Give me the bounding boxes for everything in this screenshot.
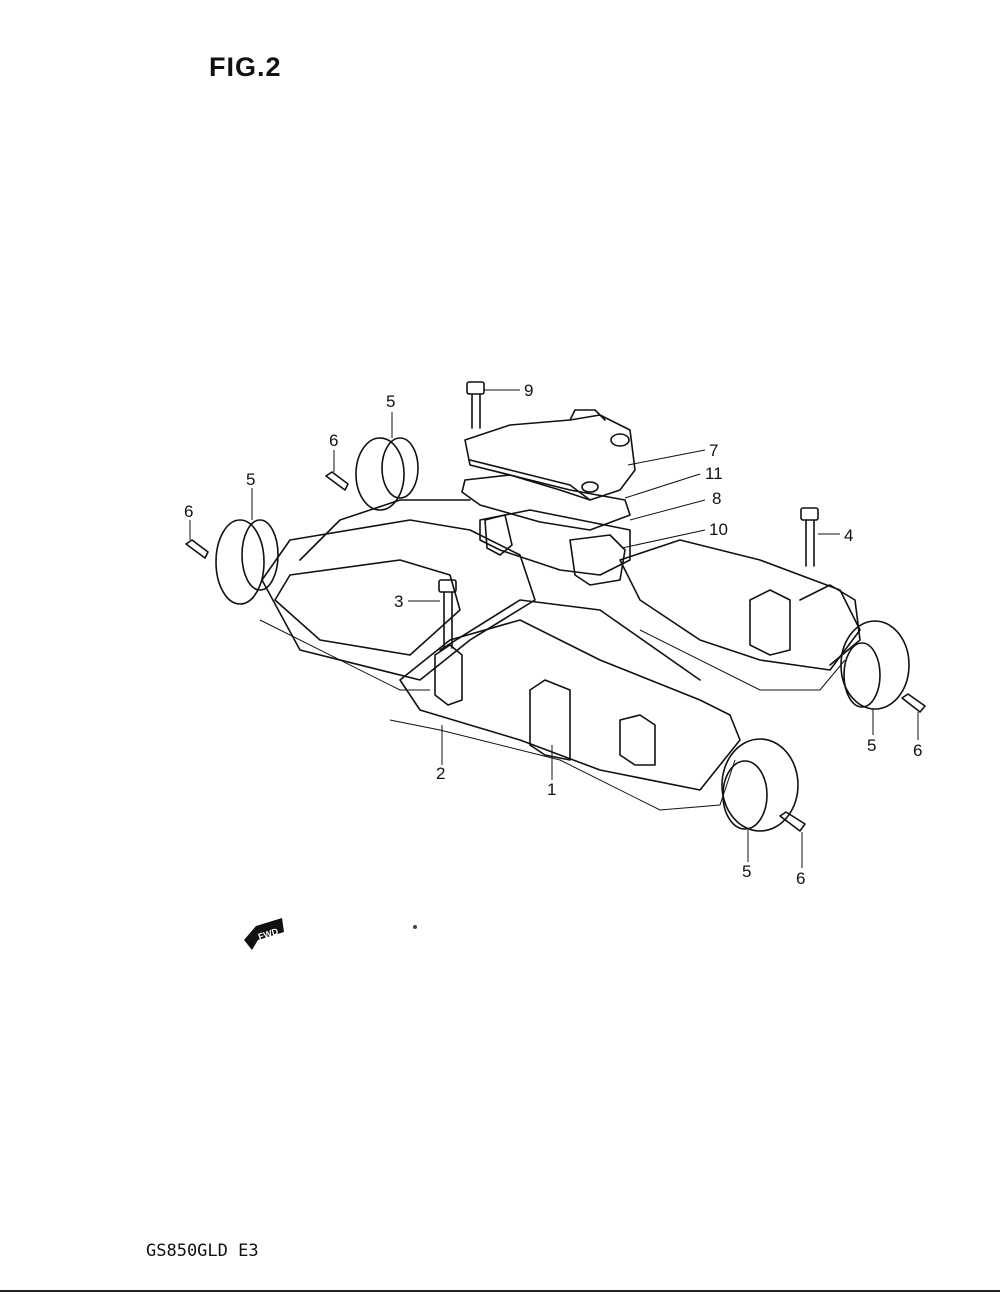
callout-5-right: 5	[867, 736, 877, 755]
breather-plate	[479, 509, 631, 576]
end-cap-lower-right	[721, 738, 799, 832]
screw-right	[901, 693, 926, 713]
callout-6-lower-right: 6	[796, 869, 806, 888]
callout-9: 9	[524, 381, 534, 400]
end-cap-right	[840, 620, 910, 710]
callout-2: 2	[436, 764, 446, 783]
bolt-4	[800, 507, 819, 567]
callout-5-left: 5	[246, 470, 256, 489]
callout-6-left: 6	[184, 502, 194, 521]
callout-4: 4	[844, 526, 854, 545]
figure-title: FIG.2	[209, 52, 282, 82]
callout-1: 1	[547, 780, 557, 799]
screw-upper-left	[325, 471, 349, 491]
callout-5-upper-left: 5	[386, 392, 396, 411]
breather-cover	[464, 409, 636, 501]
end-cap-left	[215, 519, 279, 605]
breather-gasket	[461, 474, 631, 531]
screw-left	[185, 539, 209, 559]
callout-7: 7	[709, 441, 719, 460]
callout-8: 8	[712, 489, 722, 508]
bolt-9	[466, 381, 485, 429]
model-code: GS850GLD E3	[146, 1241, 259, 1261]
screw-lower-right	[779, 811, 806, 832]
fwd-arrow-icon: FWD	[244, 918, 284, 950]
callout-11: 11	[705, 464, 723, 483]
callout-5-lower-right: 5	[742, 862, 752, 881]
speck	[413, 925, 417, 929]
breather-element	[569, 534, 626, 586]
bolt-3	[438, 579, 457, 649]
callout-3: 3	[394, 592, 404, 611]
page-bottom-rule	[0, 1290, 1000, 1292]
callout-6-upper-left: 6	[329, 431, 339, 450]
leader-lines	[189, 389, 919, 868]
breather-element-left	[484, 514, 513, 556]
end-cap-upper-left	[355, 437, 419, 511]
callout-6-right: 6	[913, 741, 923, 760]
right-head-cover	[619, 539, 861, 691]
callout-10: 10	[709, 520, 728, 539]
